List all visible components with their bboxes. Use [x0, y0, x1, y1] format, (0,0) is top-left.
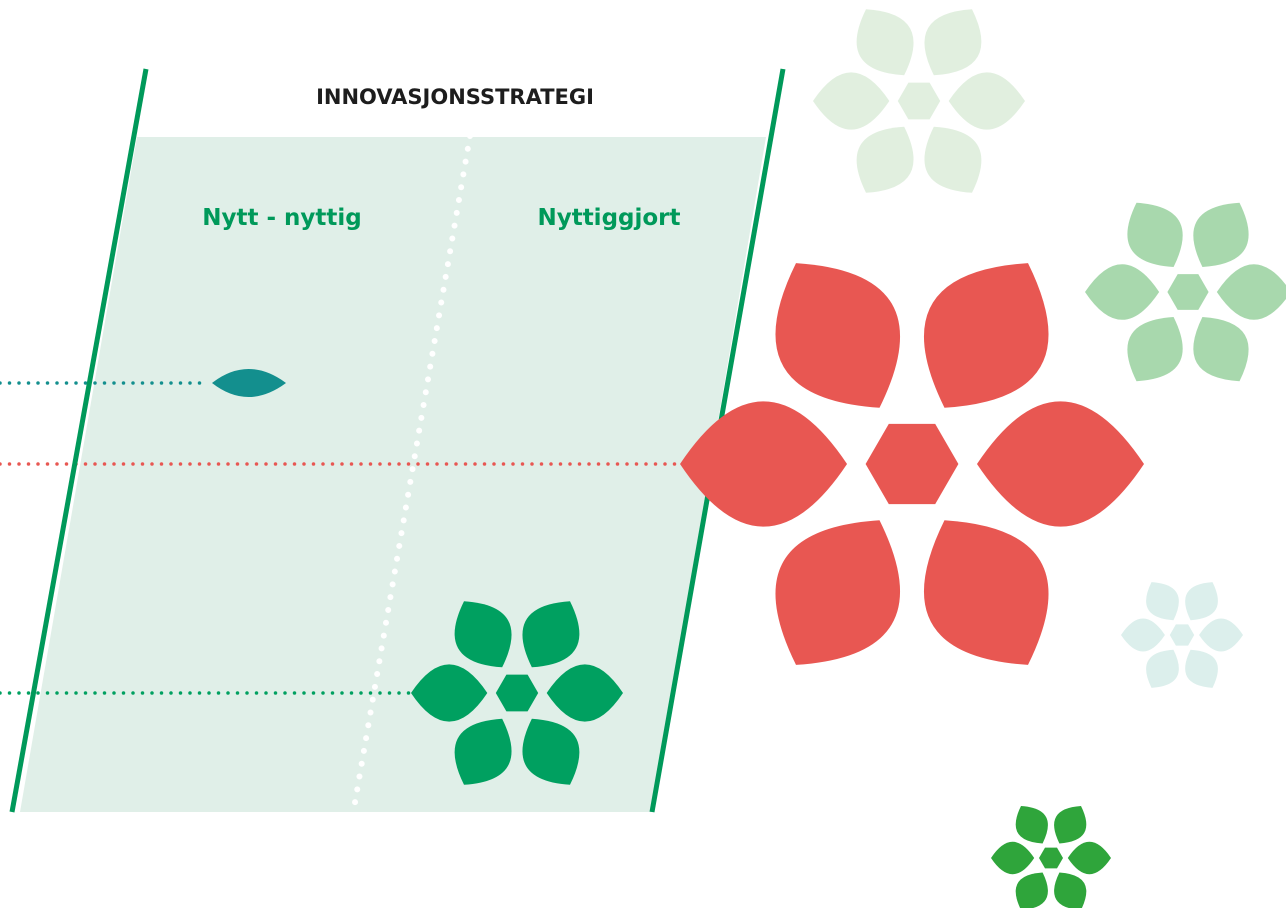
- green-flower-petal: [522, 601, 580, 668]
- pale-teal-flower-petal: [1185, 649, 1218, 688]
- light-green-flower-icon: [1085, 202, 1286, 382]
- pale-green-flower-petal: [813, 72, 890, 130]
- small-green-flower-icon: [991, 806, 1111, 908]
- column-divider: [350, 133, 473, 817]
- pale-green-flower-icon: [813, 9, 1025, 193]
- red-flower-petal: [680, 401, 848, 527]
- small-green-flower-petal: [1054, 806, 1087, 844]
- small-green-flower-center: [1039, 847, 1063, 869]
- red-flower-petal: [775, 263, 901, 408]
- strategy-panel: [20, 137, 766, 812]
- column-label-nyttiggjort: Nyttiggjort: [537, 205, 680, 231]
- red-flower-petal: [923, 263, 1049, 408]
- light-green-flower-center: [1167, 274, 1209, 310]
- pale-teal-flower-petal: [1185, 582, 1218, 621]
- pale-teal-flower-petal: [1199, 618, 1243, 652]
- pale-teal-flower-petal: [1146, 649, 1179, 688]
- small-green-flower-petal: [1067, 841, 1111, 875]
- pale-green-flower-petal: [856, 9, 914, 76]
- pale-teal-flower-center: [1169, 624, 1195, 646]
- small-green-flower-petal: [991, 841, 1035, 875]
- light-green-flower-petal: [1216, 264, 1286, 320]
- green-flower-icon: [411, 601, 623, 785]
- pale-teal-flower-petal: [1121, 618, 1165, 652]
- left-frame-line: [9, 68, 149, 813]
- green-flower-petal: [454, 718, 512, 785]
- pale-green-flower-center: [897, 82, 941, 120]
- red-flower-center: [865, 423, 959, 505]
- pale-green-flower-petal: [924, 126, 982, 193]
- red-flower-petal: [976, 401, 1144, 527]
- green-flower-petal: [522, 718, 580, 785]
- small-green-flower-petal: [1015, 806, 1048, 844]
- red-flower-icon: [680, 263, 1144, 665]
- green-flower-center: [495, 674, 539, 712]
- pale-teal-flower-icon: [1121, 582, 1243, 688]
- column-label-nytt-nyttig: Nytt - nyttig: [202, 205, 362, 231]
- pale-green-flower-petal: [924, 9, 982, 76]
- small-green-flower-petal: [1054, 872, 1087, 908]
- pale-green-flower-petal: [948, 72, 1025, 130]
- red-flower-petal: [923, 520, 1049, 665]
- light-green-flower-petal: [1127, 202, 1183, 268]
- red-flower-petal: [775, 520, 901, 665]
- diagram-title: INNOVASJONSSTRATEGI: [316, 85, 594, 109]
- pale-teal-flower-petal: [1146, 582, 1179, 621]
- teal-leaf-icon: [212, 369, 286, 397]
- green-flower-petal: [454, 601, 512, 668]
- light-green-flower-petal: [1193, 202, 1249, 268]
- pale-green-flower-petal: [856, 126, 914, 193]
- light-green-flower-petal: [1127, 316, 1183, 382]
- light-green-flower-petal: [1193, 316, 1249, 382]
- light-green-flower-petal: [1085, 264, 1160, 320]
- green-flower-petal: [546, 664, 623, 722]
- green-flower-petal: [411, 664, 488, 722]
- small-green-flower-petal: [1015, 872, 1048, 908]
